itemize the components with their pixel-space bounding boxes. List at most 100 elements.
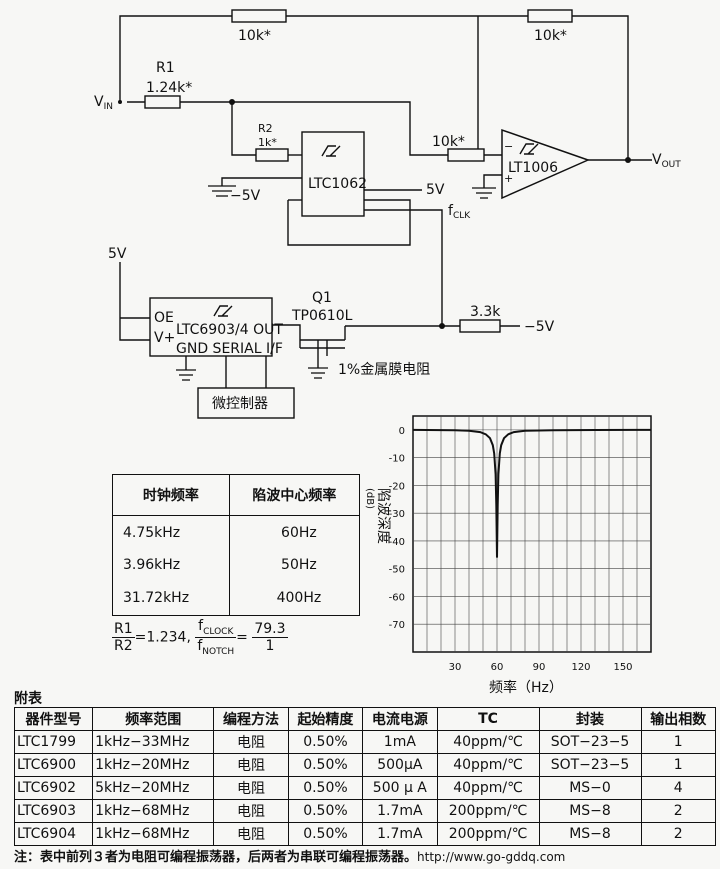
table-cell: 50Hz — [228, 549, 360, 582]
mcu-label: 微控制器 — [212, 396, 268, 412]
f-value-fraction: 79.3 1 — [252, 620, 288, 654]
ltc6903-chip — [149, 297, 273, 357]
r-denominator: R2 — [114, 637, 133, 654]
table-cell: LTC6904 — [13, 822, 94, 846]
table-cell: 31.72kHz — [123, 590, 190, 607]
feedback-resistor-1 — [231, 9, 287, 23]
table-cell: 1.7mA — [362, 799, 438, 823]
table-cell: 1kHz−68MHz — [92, 799, 215, 823]
table-cell: 500 μ A — [362, 776, 438, 800]
ground-symbol — [472, 187, 496, 199]
ground-symbol — [208, 185, 236, 197]
x-tick-label: 150 — [613, 662, 632, 673]
table-cell: LTC6903 — [13, 799, 94, 823]
y-tick-label: -70 — [389, 620, 405, 631]
y-tick-label: -50 — [389, 565, 405, 576]
ltc1062-chip — [301, 131, 365, 217]
x-tick-label: 90 — [533, 662, 546, 673]
chart-x-label: 频率（Hz） — [489, 679, 563, 696]
spec-header: 封装 — [538, 707, 642, 731]
fclk-label: fCLK — [448, 203, 471, 221]
input-resistor — [447, 148, 485, 162]
clock-frequency-table: 时钟频率 陷波中心频率 4.75kHz 60Hz 3.96kHz 50Hz 31… — [112, 474, 360, 616]
table-cell: SOT−23−5 — [538, 753, 642, 777]
table-cell: 1 — [640, 730, 717, 754]
y-tick-label: -30 — [389, 509, 405, 520]
feedback-resistor-2-value: 10k* — [534, 28, 567, 44]
input-resistor-value: 10k* — [432, 134, 465, 150]
y-tick-label: -10 — [389, 454, 405, 465]
table-cell: 60Hz — [228, 515, 360, 549]
appendix-title: 附表 — [14, 691, 42, 707]
spec-header: TC — [436, 707, 540, 731]
spec-header: 电流电源 — [362, 707, 438, 731]
table-cell: 1kHz−20MHz — [92, 753, 215, 777]
chart-frame — [412, 415, 652, 653]
pull-resistor-value: 3.3k — [470, 304, 501, 320]
y-tick-label: -60 — [389, 592, 405, 603]
q1-part: TP0610L — [291, 308, 353, 324]
table-header-row: 器件型号 频率范围 编程方法 起始精度 电流电源 TC 封装 输出相数 — [13, 707, 717, 731]
f-value-numerator: 79.3 — [252, 620, 288, 638]
table-cell: 0.50% — [287, 776, 364, 800]
lt-logo-icon — [519, 143, 539, 155]
r2-name: R2 — [258, 122, 273, 135]
table-cell: 1.7mA — [362, 822, 438, 846]
r1-name: R1 — [156, 60, 175, 76]
ratio-separator: , — [186, 629, 191, 646]
table-cell: 40ppm/℃ — [436, 730, 540, 754]
table-cell: 500μA — [362, 753, 438, 777]
ground-symbol — [176, 369, 196, 381]
table-cell: LTC1799 — [13, 730, 94, 754]
table-cell: 电阻 — [213, 753, 289, 777]
table-cell: 电阻 — [213, 822, 289, 846]
table-cell: 电阻 — [213, 730, 289, 754]
spec-header: 频率范围 — [92, 707, 215, 731]
lt-logo-icon — [321, 145, 341, 157]
table-row: 4.75kHz 60Hz — [113, 515, 360, 549]
f-value-denominator: 1 — [265, 637, 275, 654]
vin-label: VIN — [94, 94, 113, 112]
opamp-minus: − — [504, 140, 513, 153]
table-cell: 40ppm/℃ — [436, 776, 540, 800]
pos-supply-label: 5V — [426, 182, 445, 198]
opamp-plus: + — [504, 172, 513, 185]
table-cell: 200ppm/℃ — [436, 822, 540, 846]
table-cell: 0.50% — [287, 730, 364, 754]
osc-pin-vplus: V+ — [154, 330, 175, 346]
table-row: 31.72kHz 400Hz — [113, 581, 360, 616]
table-cell: MS−0 — [538, 776, 642, 800]
lt-logo-icon — [213, 305, 233, 317]
pull-resistor — [459, 319, 501, 333]
resistor-note: 1%金属膜电阻 — [338, 362, 430, 378]
spec-header: 起始精度 — [287, 707, 364, 731]
r2-value: 1k* — [258, 136, 277, 149]
table-row: 3.96kHz 50Hz — [113, 549, 360, 582]
ground-symbol — [308, 367, 328, 379]
footnote: 注：表中前列３者为电阻可编程振荡器，后两者为串联可编程振荡器。http://ww… — [14, 846, 565, 865]
osc-pin-oe: OE — [154, 310, 174, 326]
table-cell: SOT−23−5 — [538, 730, 642, 754]
ltc1062-label: LTC1062 — [308, 176, 367, 192]
x-tick-label: 30 — [449, 662, 462, 673]
spec-header: 编程方法 — [213, 707, 289, 731]
f-numerator: fCLOCK — [195, 618, 237, 638]
table-cell: 40ppm/℃ — [436, 753, 540, 777]
table-cell: 2 — [640, 822, 717, 846]
osc-pins-bottom: GND SERIAL I/F — [176, 341, 283, 357]
ratio-equals: = — [236, 629, 248, 646]
r-fraction: R1 R2 — [112, 621, 135, 654]
x-tick-label: 60 — [491, 662, 504, 673]
resistor-r1 — [144, 95, 181, 109]
table-cell: 1kHz−68MHz — [92, 822, 215, 846]
notch-response-line — [412, 428, 652, 558]
table-cell: 4 — [640, 776, 717, 800]
resistor-r2 — [255, 148, 289, 162]
table-cell: 5kHz−20MHz — [92, 776, 215, 800]
table-cell: 3.96kHz — [123, 557, 181, 574]
clock-table-header: 时钟频率 — [112, 474, 230, 516]
